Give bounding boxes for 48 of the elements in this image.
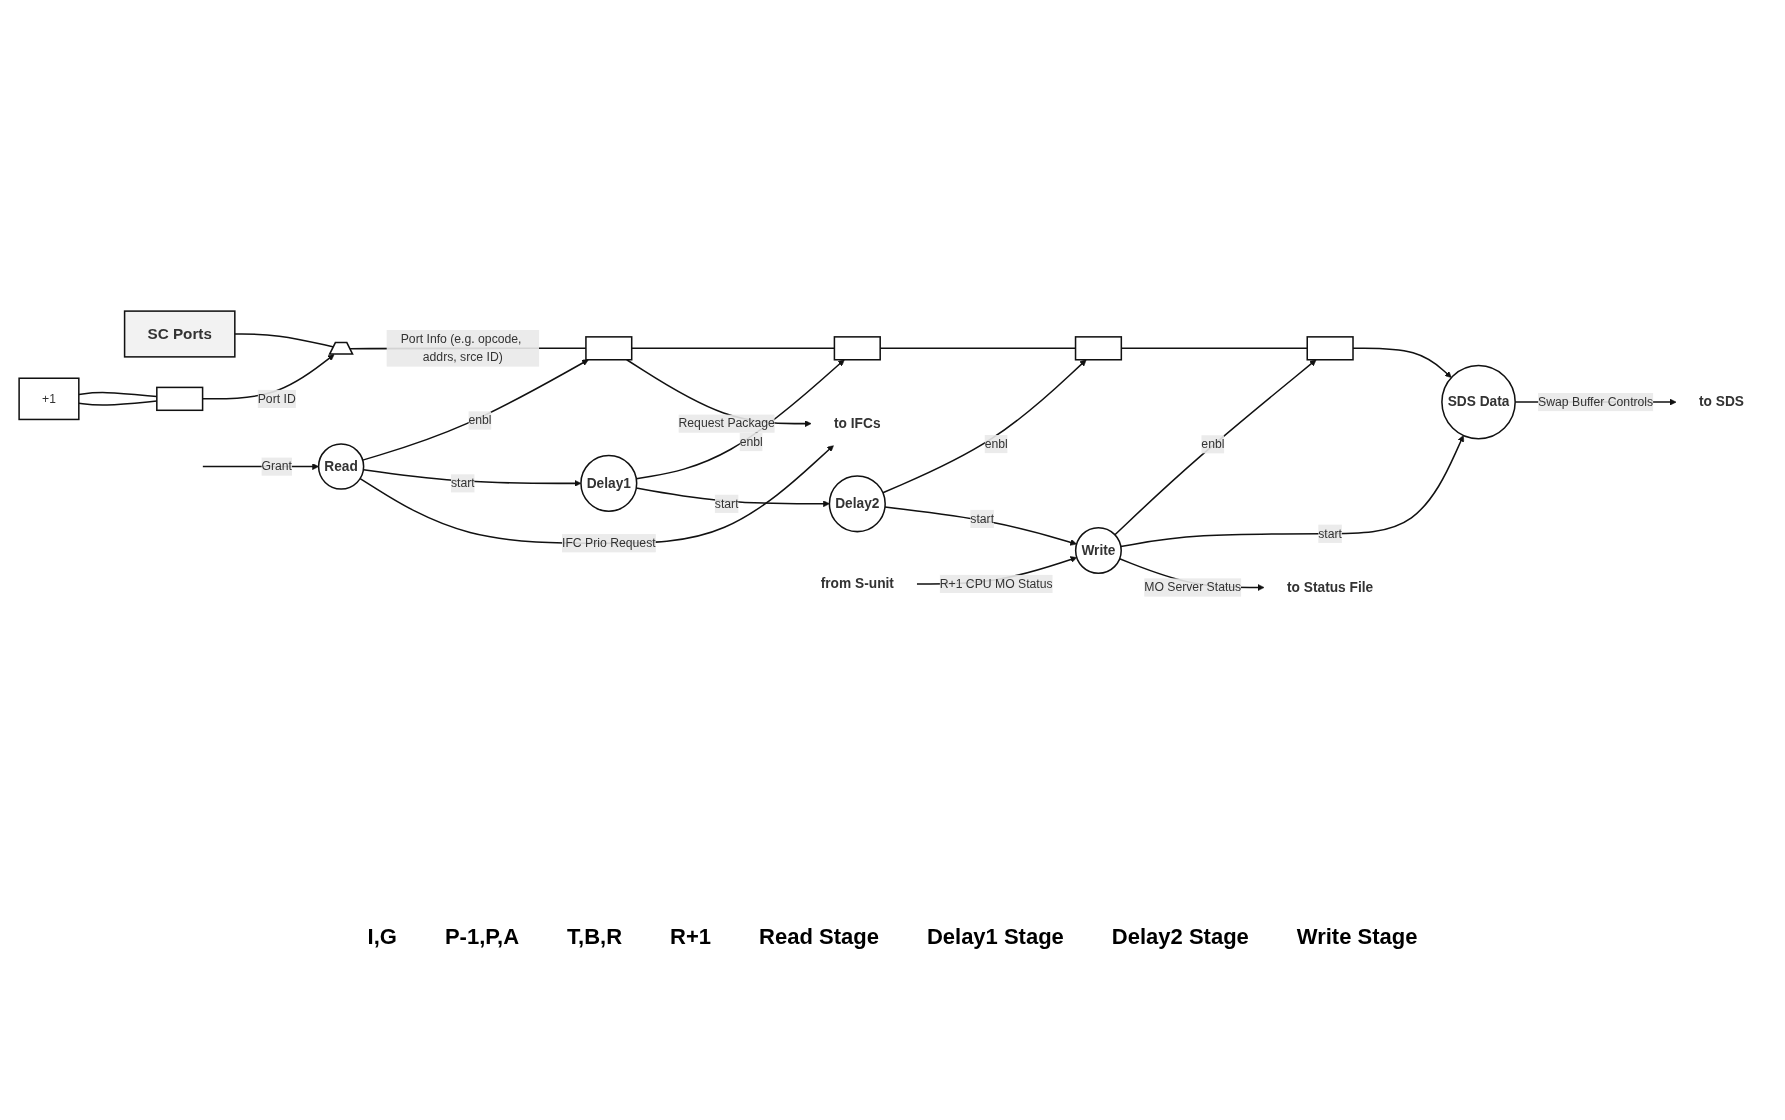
node-circle: Delay1	[579, 454, 637, 512]
stage-label: P-1,P,A	[444, 924, 520, 950]
edge-label: Port ID	[257, 391, 296, 405]
node-box: +1	[17, 377, 80, 421]
node-bar	[833, 335, 881, 361]
edge-label: enbl	[984, 436, 1008, 450]
stage-label: I,G	[367, 924, 397, 950]
edge-label: R+1 CPU MO Status	[939, 576, 1053, 590]
node-box: SC Ports	[123, 310, 236, 358]
node-text: to Status File	[1286, 579, 1373, 595]
node-circle: Write	[1074, 526, 1122, 574]
edge-label: enbl	[467, 413, 492, 427]
node-text: to SDS	[1698, 393, 1744, 410]
node-circle: Delay2	[828, 474, 886, 533]
node-bar	[1305, 335, 1354, 361]
edge-label: IFC Prio Request	[561, 536, 656, 550]
stage-label: Write Stage	[1296, 924, 1418, 950]
node-circle: Read	[317, 443, 364, 490]
edge-label: enbl	[739, 435, 763, 448]
arrow	[881, 359, 1086, 494]
stage-label: T,B,R	[567, 924, 623, 950]
node-bar	[155, 386, 203, 411]
node-trapezoid	[327, 341, 354, 355]
edge-label: Port Info (e.g. opcode, addrs, srce ID)	[400, 332, 522, 364]
stage-label: Delay2 Stage	[1111, 924, 1249, 950]
arrow	[361, 359, 589, 461]
node-text: from S-unit	[820, 575, 894, 591]
edge-label: start	[969, 511, 994, 525]
edge-label: enbl	[1200, 437, 1224, 451]
edge-label: Request Package	[678, 416, 775, 430]
arrow	[362, 468, 581, 487]
node-text: to IFCs	[833, 415, 881, 431]
node-bar	[1074, 335, 1122, 361]
edge-label: Grant	[260, 459, 292, 473]
edge-label: start	[1317, 526, 1342, 540]
arrow	[1119, 435, 1464, 548]
stage-label: R+1	[670, 924, 712, 950]
arrow	[635, 359, 845, 480]
edge-label: MO Server Status	[1143, 580, 1241, 594]
edge-label: start	[450, 476, 475, 490]
arrow	[635, 487, 830, 507]
edge-label: Swap Buffer Controls	[1537, 395, 1653, 409]
arrow	[1113, 359, 1316, 536]
node-bar	[584, 335, 632, 361]
node-circle: SDS Data	[1440, 364, 1516, 440]
stage-label: Delay1 Stage	[926, 924, 1064, 950]
edge-label: start	[714, 496, 739, 510]
stage-label: Read Stage	[759, 924, 879, 950]
